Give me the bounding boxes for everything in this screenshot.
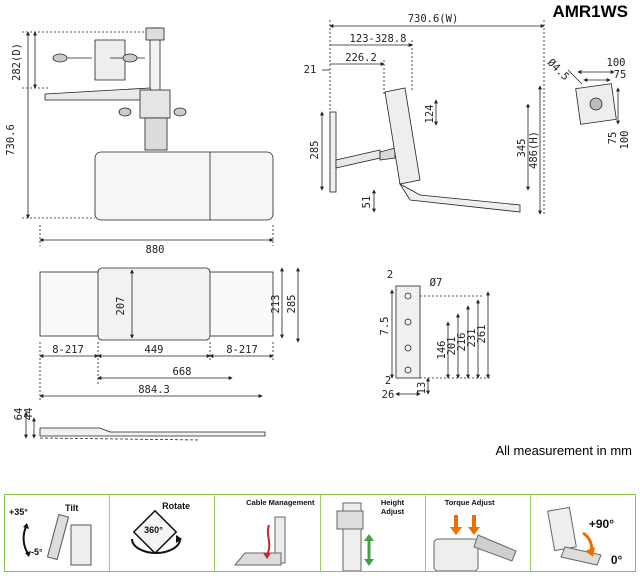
- rotate-degree: 360°: [144, 525, 163, 535]
- feature-pivot: +90° 0°: [531, 495, 635, 571]
- dim-44: 44: [23, 408, 35, 421]
- dim-inner-207: 207: [115, 297, 127, 316]
- height-adjust-label: Height Adjust: [380, 498, 405, 516]
- dim-261: 261: [476, 325, 488, 344]
- pivot-icon: [546, 506, 602, 566]
- vesa-plate-drawing: [567, 69, 620, 125]
- dim-height-486: 486(H): [528, 131, 540, 169]
- mid-right-plate-view: [390, 285, 492, 396]
- vesa-side-inner: 75: [607, 132, 619, 145]
- top-right-side-view: [320, 20, 545, 215]
- dim-26: 26: [382, 389, 395, 401]
- feature-tilt: Tilt +35° -5°: [5, 495, 111, 571]
- dim-spacing-7-5: 7.5: [379, 317, 391, 336]
- feature-height-adjust: Height Adjust: [321, 495, 426, 571]
- dim-201: 201: [446, 337, 458, 356]
- dim-overall-height: 730.6: [5, 124, 17, 156]
- dim-height-213: 213: [270, 295, 282, 314]
- dim-reach-range: 123-328.8: [350, 33, 407, 45]
- model-number: AMR1WS: [552, 2, 628, 21]
- dim-tilt-124: 124: [424, 105, 436, 124]
- dim-center-449: 449: [145, 344, 164, 356]
- rotate-icon: [131, 509, 183, 555]
- dim-arm-height: 285: [309, 141, 321, 160]
- dim-right-range: 8-217: [226, 344, 258, 356]
- vesa-top-inner: 75: [614, 69, 627, 81]
- torque-adjust-icon: [433, 515, 517, 571]
- dim-base-51: 51: [361, 196, 373, 209]
- dim-hole-7: Ø7: [430, 277, 443, 289]
- pivot-plus-label: +90°: [588, 517, 615, 531]
- vesa-side-outer: 100: [619, 131, 631, 150]
- dim-total-884: 884.3: [138, 384, 170, 396]
- vesa-top-outer: 100: [607, 57, 626, 69]
- dim-reach: 226.2: [345, 52, 377, 64]
- dim-216: 216: [456, 333, 468, 352]
- dim-keyboard-668: 668: [173, 366, 192, 378]
- dim-left-range: 8-217: [52, 344, 84, 356]
- tilt-label: Tilt: [65, 503, 79, 513]
- top-left-assembly-view: [22, 27, 274, 246]
- rotate-label: Rotate: [162, 501, 191, 511]
- tilt-minus-label: -5°: [31, 547, 43, 557]
- dim-height-345: 345: [516, 139, 528, 158]
- vesa-hole-diameter: Ø4.5: [545, 57, 571, 83]
- tilt-plus-label: +35°: [9, 507, 28, 517]
- dim-146: 146: [436, 341, 448, 360]
- mid-left-tray-view: [39, 267, 300, 402]
- dim-left-21: 21: [304, 64, 317, 76]
- feature-rotate: Rotate 360°: [110, 495, 216, 571]
- technical-drawing: 730.6 282(D) 880 730.6(W) 123-328.8 226.…: [5, 13, 631, 441]
- bottom-left-profile-view: [24, 411, 266, 441]
- height-adjust-icon: [336, 502, 374, 571]
- dim-width-880: 880: [146, 244, 165, 256]
- feature-strip: Tilt +35° -5° Rotate 360° Cable Manageme…: [4, 494, 636, 572]
- feature-cable-management: Cable Management: [215, 495, 321, 571]
- measurement-note: All measurement in mm: [495, 443, 632, 458]
- tilt-icon: [22, 513, 92, 566]
- dim-231: 231: [466, 329, 478, 348]
- dim-height-285: 285: [286, 295, 298, 314]
- feature-torque-adjust: Torque Adjust: [426, 495, 531, 571]
- cable-management-label: Cable Management: [246, 498, 315, 507]
- pivot-zero-label: 0°: [610, 553, 623, 567]
- dim-plate-bottom-2: 2: [385, 375, 391, 387]
- dim-plate-top-2: 2: [387, 269, 393, 281]
- cable-management-icon: [234, 516, 286, 566]
- torque-adjust-label: Torque Adjust: [444, 498, 495, 507]
- dim-total-width: 730.6(W): [408, 13, 459, 25]
- dim-upper-height: 282(D): [11, 43, 23, 81]
- dim-64: 64: [13, 408, 25, 421]
- dim-13: 13: [416, 382, 428, 395]
